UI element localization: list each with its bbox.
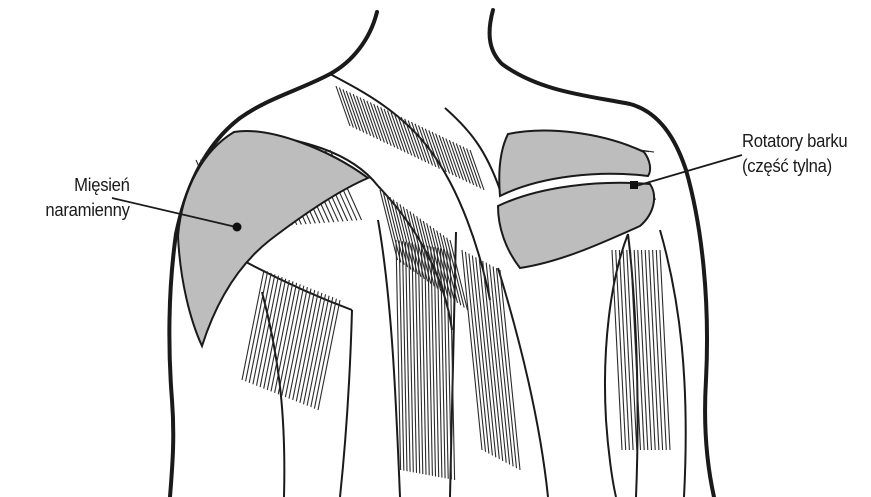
- deltoid-muscle: [178, 131, 368, 346]
- label-deltoid-line1: Mięsień: [45, 172, 129, 197]
- label-deltoid-line2: naramienny: [45, 197, 129, 222]
- label-rotator-line1: Rotatory barku: [742, 128, 847, 153]
- label-rotator-line2: (część tylna): [742, 153, 847, 178]
- label-deltoid: Mięsień naramienny: [45, 172, 129, 222]
- marker-dot-rotator: [630, 181, 638, 189]
- rotator-cuff-muscles: [498, 131, 654, 268]
- label-rotator: Rotatory barku (część tylna): [742, 128, 847, 178]
- marker-dot-deltoid: [233, 223, 242, 232]
